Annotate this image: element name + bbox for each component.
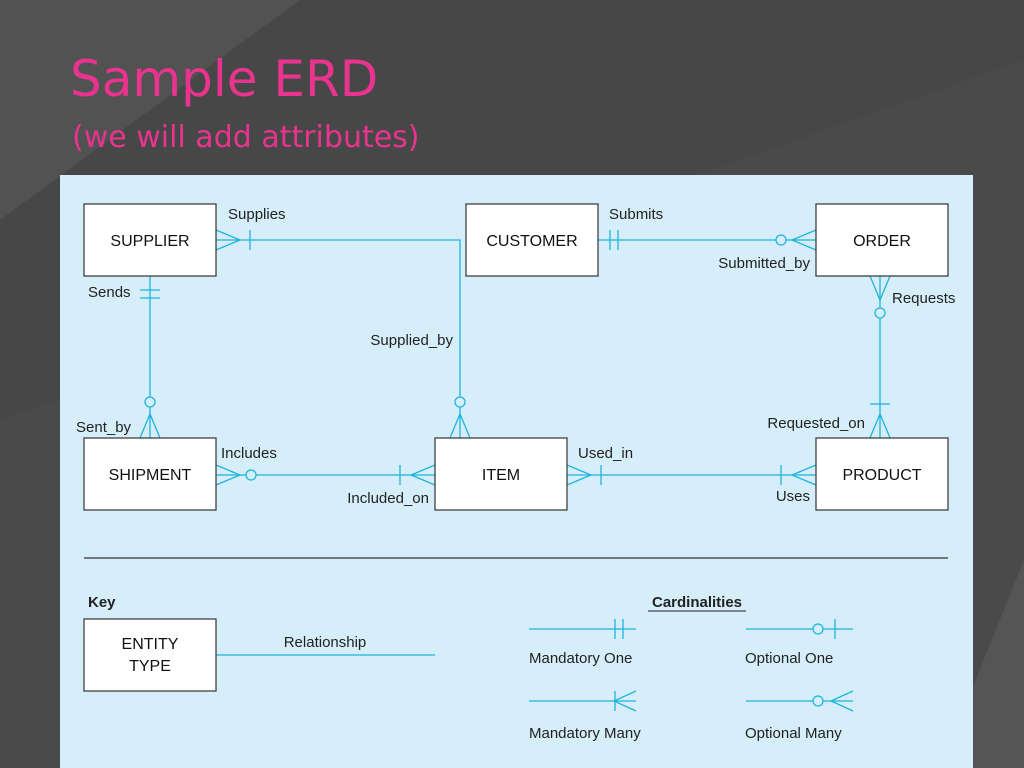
relationship-lines — [149, 239, 881, 702]
entity-shipment: SHIPMENT — [83, 437, 217, 511]
label-used-in: Used_in — [578, 445, 633, 462]
entity-label: SHIPMENT — [109, 467, 192, 484]
cardinalities-title: Cardinalities — [652, 594, 742, 611]
label-mandatory-many: Mandatory Many — [529, 725, 641, 742]
label-uses: Uses — [776, 488, 810, 505]
key-entity-line1: ENTITY — [122, 636, 179, 653]
label-supplied-by: Supplied_by — [370, 332, 453, 349]
label-mandatory-one: Mandatory One — [529, 650, 632, 667]
entity-product: PRODUCT — [815, 437, 949, 511]
label-supplies: Supplies — [228, 206, 286, 223]
label-sent-by: Sent_by — [76, 419, 132, 436]
key-title: Key — [88, 594, 116, 611]
entity-supplier: SUPPLIER — [83, 203, 217, 277]
label-optional-one: Optional One — [745, 650, 833, 667]
label-included-on: Included_on — [347, 490, 429, 507]
entity-order: ORDER — [815, 203, 949, 277]
label-includes: Includes — [221, 445, 277, 462]
entity-label: ORDER — [853, 233, 911, 250]
entity-label: SUPPLIER — [110, 233, 189, 250]
entity-item: ITEM — [434, 437, 568, 511]
label-submits: Submits — [609, 206, 663, 223]
entity-label: ITEM — [482, 467, 520, 484]
erd-diagram: SUPPLIER CUSTOMER ORDER SHIPMENT ITEM PR… — [76, 203, 955, 742]
legend-key: Key ENTITY TYPE Relationship Cardinaliti… — [83, 594, 842, 742]
key-entity-box — [83, 618, 217, 692]
key-relationship-label: Relationship — [284, 634, 367, 651]
slide-subtitle: (we will add attributes) — [72, 120, 420, 155]
cardinality-symbols — [139, 229, 891, 712]
label-sends: Sends — [88, 284, 131, 301]
slide-title: Sample ERD — [70, 50, 379, 108]
entity-customer: CUSTOMER — [465, 203, 599, 277]
label-optional-many: Optional Many — [745, 725, 842, 742]
label-submitted-by: Submitted_by — [718, 255, 810, 272]
label-requested-on: Requested_on — [767, 415, 865, 432]
label-requests: Requests — [892, 290, 955, 307]
entity-label: PRODUCT — [842, 467, 921, 484]
key-entity-line2: TYPE — [129, 658, 171, 675]
erd-diagram-panel: SUPPLIER CUSTOMER ORDER SHIPMENT ITEM PR… — [60, 175, 973, 768]
entity-label: CUSTOMER — [486, 233, 577, 250]
